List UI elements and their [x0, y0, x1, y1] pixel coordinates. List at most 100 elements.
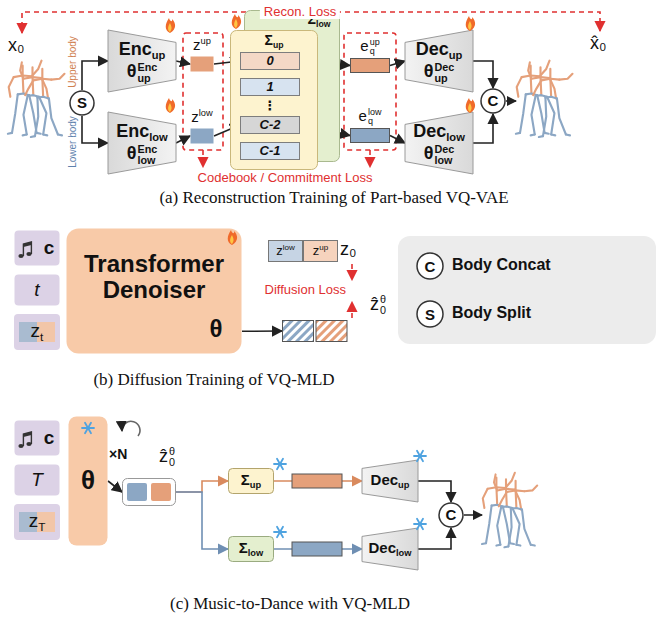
legend-circle — [417, 253, 443, 279]
text-block: zlow — [268, 240, 303, 262]
lower-body-limb — [551, 133, 555, 136]
loss-bracket — [183, 33, 223, 150]
codebook-lookup: Σup — [228, 468, 274, 494]
lower-body-limb — [58, 133, 62, 136]
text-block: Transformer Denoiser — [72, 242, 236, 312]
node-shape — [350, 58, 390, 73]
upper-body-limb — [524, 486, 537, 492]
node-text: θ — [127, 143, 137, 163]
box-outline — [231, 31, 318, 170]
lower-body-limb — [39, 97, 46, 135]
decoder-block: DecupθDecup — [405, 30, 473, 92]
lower-body-limb — [536, 95, 547, 97]
lower-body-limb — [516, 132, 520, 135]
script-text: Dec — [434, 62, 454, 73]
box-outline — [241, 53, 300, 70]
lower-body-limb — [526, 94, 537, 96]
connector — [176, 492, 228, 549]
node-text: Dec — [413, 121, 446, 141]
script-text: Enc — [137, 62, 157, 73]
text-block: S — [69, 90, 95, 116]
text-block: zt — [14, 314, 60, 350]
text-block: DecupθDecup — [405, 30, 473, 92]
upper-body-limb — [517, 77, 522, 97]
script-text: 0 — [169, 457, 175, 468]
script-text: low — [396, 548, 412, 558]
lower-body-limb — [49, 98, 58, 134]
script-text: low — [446, 131, 465, 143]
frozen-icon — [274, 459, 286, 469]
text-line: Σup — [241, 471, 261, 491]
denoiser-block: Transformer Denoiser θ — [66, 228, 242, 354]
concat-circle: C — [480, 88, 506, 114]
text-block: zup — [184, 35, 220, 54]
node-text: 1 — [266, 79, 273, 94]
lower-body-limb — [37, 97, 48, 99]
text-block: θ — [68, 416, 108, 546]
frozen-icon — [82, 423, 94, 433]
circle-outline — [439, 503, 463, 527]
legend-symbol: C — [425, 258, 436, 275]
node-text: e — [360, 37, 368, 54]
lower-body-limb — [510, 542, 514, 545]
text-line: θDeclow — [424, 143, 455, 165]
node-text: θ — [81, 465, 95, 495]
text-block: Decup — [362, 460, 418, 502]
script-stack: Declow — [434, 144, 454, 166]
text-line: S — [77, 94, 87, 111]
encoder-block: EnclowθEnclow — [108, 112, 176, 174]
node-text: Enc — [119, 39, 152, 59]
lower-body-limb — [566, 133, 570, 136]
box-outline — [269, 241, 303, 262]
script-text: up — [319, 243, 328, 252]
lower-body-limb — [18, 94, 29, 96]
codebook-entry: C-2 — [240, 116, 300, 134]
lower-body-limb — [23, 96, 27, 135]
upper-body-limb — [499, 492, 507, 506]
node-text: z — [276, 243, 283, 258]
quantized-token: eupq — [350, 58, 390, 73]
text-block: c — [38, 230, 60, 266]
frozen-icon — [274, 527, 286, 537]
decoder-block: DeclowθDeclow — [405, 112, 473, 174]
loss-label: Codebook / Commitment Loss — [198, 170, 373, 185]
box-outline — [14, 504, 60, 540]
box-outline — [351, 129, 390, 143]
connector — [82, 61, 108, 90]
lower-body-limb — [539, 135, 543, 138]
lower-body-limb — [482, 542, 486, 545]
text-line: θEnclow — [127, 143, 158, 165]
text-block: zup — [303, 240, 338, 262]
encoder-block: EncupθEncup — [108, 30, 176, 92]
branch-label: Upper body — [67, 36, 78, 88]
node-text: z — [191, 108, 199, 125]
text-block: EnclowθEnclow — [108, 112, 176, 174]
latent-token — [151, 483, 171, 501]
text-block: EncupθEncup — [108, 30, 176, 92]
text-block: Σup — [230, 32, 318, 51]
text-block: C — [438, 502, 464, 528]
connector — [108, 481, 122, 492]
box-outline — [351, 59, 390, 73]
latent-token: zlow — [190, 128, 214, 144]
upper-body-limb — [33, 79, 51, 81]
loss-bracket — [344, 33, 396, 150]
lower-body-limb — [31, 135, 35, 138]
text-block: ẑθ0 — [148, 444, 186, 470]
target-label: z₀ — [340, 239, 356, 260]
codebook-entry: 1 — [240, 78, 300, 96]
lower-body-limb — [547, 97, 554, 135]
connector — [176, 136, 190, 143]
hatched-token — [316, 321, 347, 342]
text-line: 0 — [266, 54, 273, 69]
codebook-panel: 01⋮C-2C-1Σup — [230, 30, 318, 170]
script-text: up — [398, 480, 409, 490]
frozen-icon — [414, 519, 426, 529]
script-text: up — [434, 73, 454, 84]
text-line: θ — [210, 315, 223, 343]
predicted-latent: ẑθ0 — [122, 478, 176, 506]
box-outline — [15, 275, 60, 306]
text-line: θEncup — [127, 61, 158, 83]
upper-body-limb — [533, 80, 541, 95]
text-line: 1 — [266, 80, 273, 95]
